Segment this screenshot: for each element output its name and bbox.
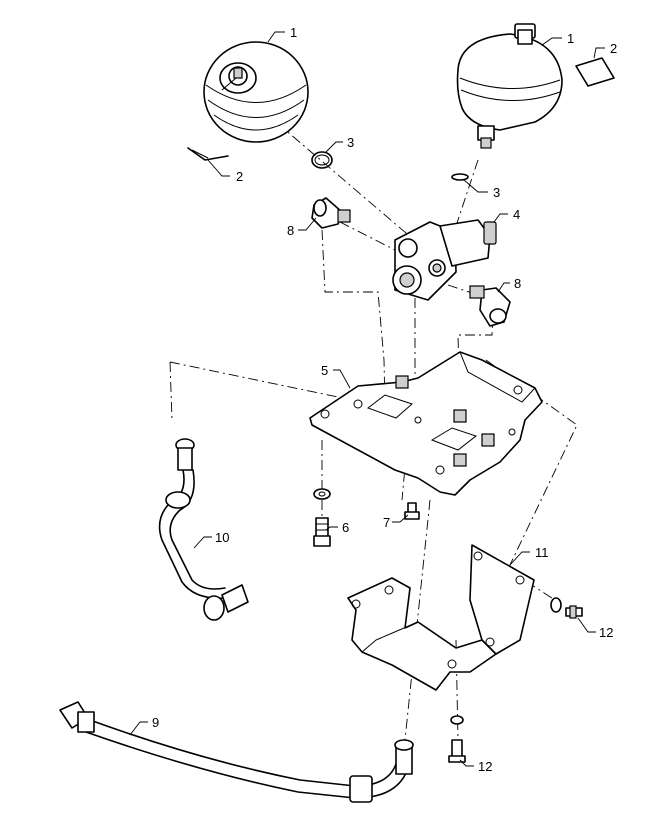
callout-7: 7 <box>383 515 390 530</box>
callout-3-right: 3 <box>493 185 500 200</box>
callout-12-right: 12 <box>599 625 613 640</box>
accumulator-left <box>203 41 309 143</box>
bracket-11 <box>347 544 535 691</box>
callout-8-left: 8 <box>287 223 294 238</box>
o-ring-right <box>451 173 469 181</box>
callout-11: 11 <box>535 545 549 560</box>
callout-5: 5 <box>321 363 328 378</box>
leader-lines <box>129 31 605 767</box>
callout-1-right: 1 <box>567 31 574 46</box>
callout-3-left: 3 <box>347 135 354 150</box>
bolt-6 <box>313 517 331 547</box>
label-tag-right <box>575 57 615 87</box>
hose-10 <box>158 438 249 621</box>
elbow-fitting-right <box>469 285 511 327</box>
callout-6: 6 <box>342 520 349 535</box>
valve-block <box>392 219 497 301</box>
callout-9: 9 <box>152 715 159 730</box>
callout-8-right: 8 <box>514 276 521 291</box>
washer-bottom <box>450 715 464 725</box>
hose-9 <box>59 701 414 803</box>
o-ring-left <box>311 151 333 169</box>
callout-4: 4 <box>513 207 520 222</box>
bolt-7 <box>404 502 420 520</box>
callout-2-right: 2 <box>610 41 617 56</box>
screw-12-bottom <box>448 739 466 763</box>
seal-strip-left <box>187 147 229 161</box>
callout-labels: 1 1 2 2 3 3 4 8 8 5 6 7 10 11 12 12 9 <box>152 25 617 774</box>
callout-12-bottom: 12 <box>478 759 492 774</box>
callout-10: 10 <box>215 530 229 545</box>
accumulator-right <box>456 23 563 149</box>
callout-2-left: 2 <box>236 169 243 184</box>
callout-1-left: 1 <box>290 25 297 40</box>
screw-12-right <box>565 605 583 619</box>
washer-right <box>550 597 562 613</box>
mounting-plate <box>309 351 543 496</box>
washer <box>313 488 331 500</box>
elbow-fitting-left <box>311 197 351 229</box>
